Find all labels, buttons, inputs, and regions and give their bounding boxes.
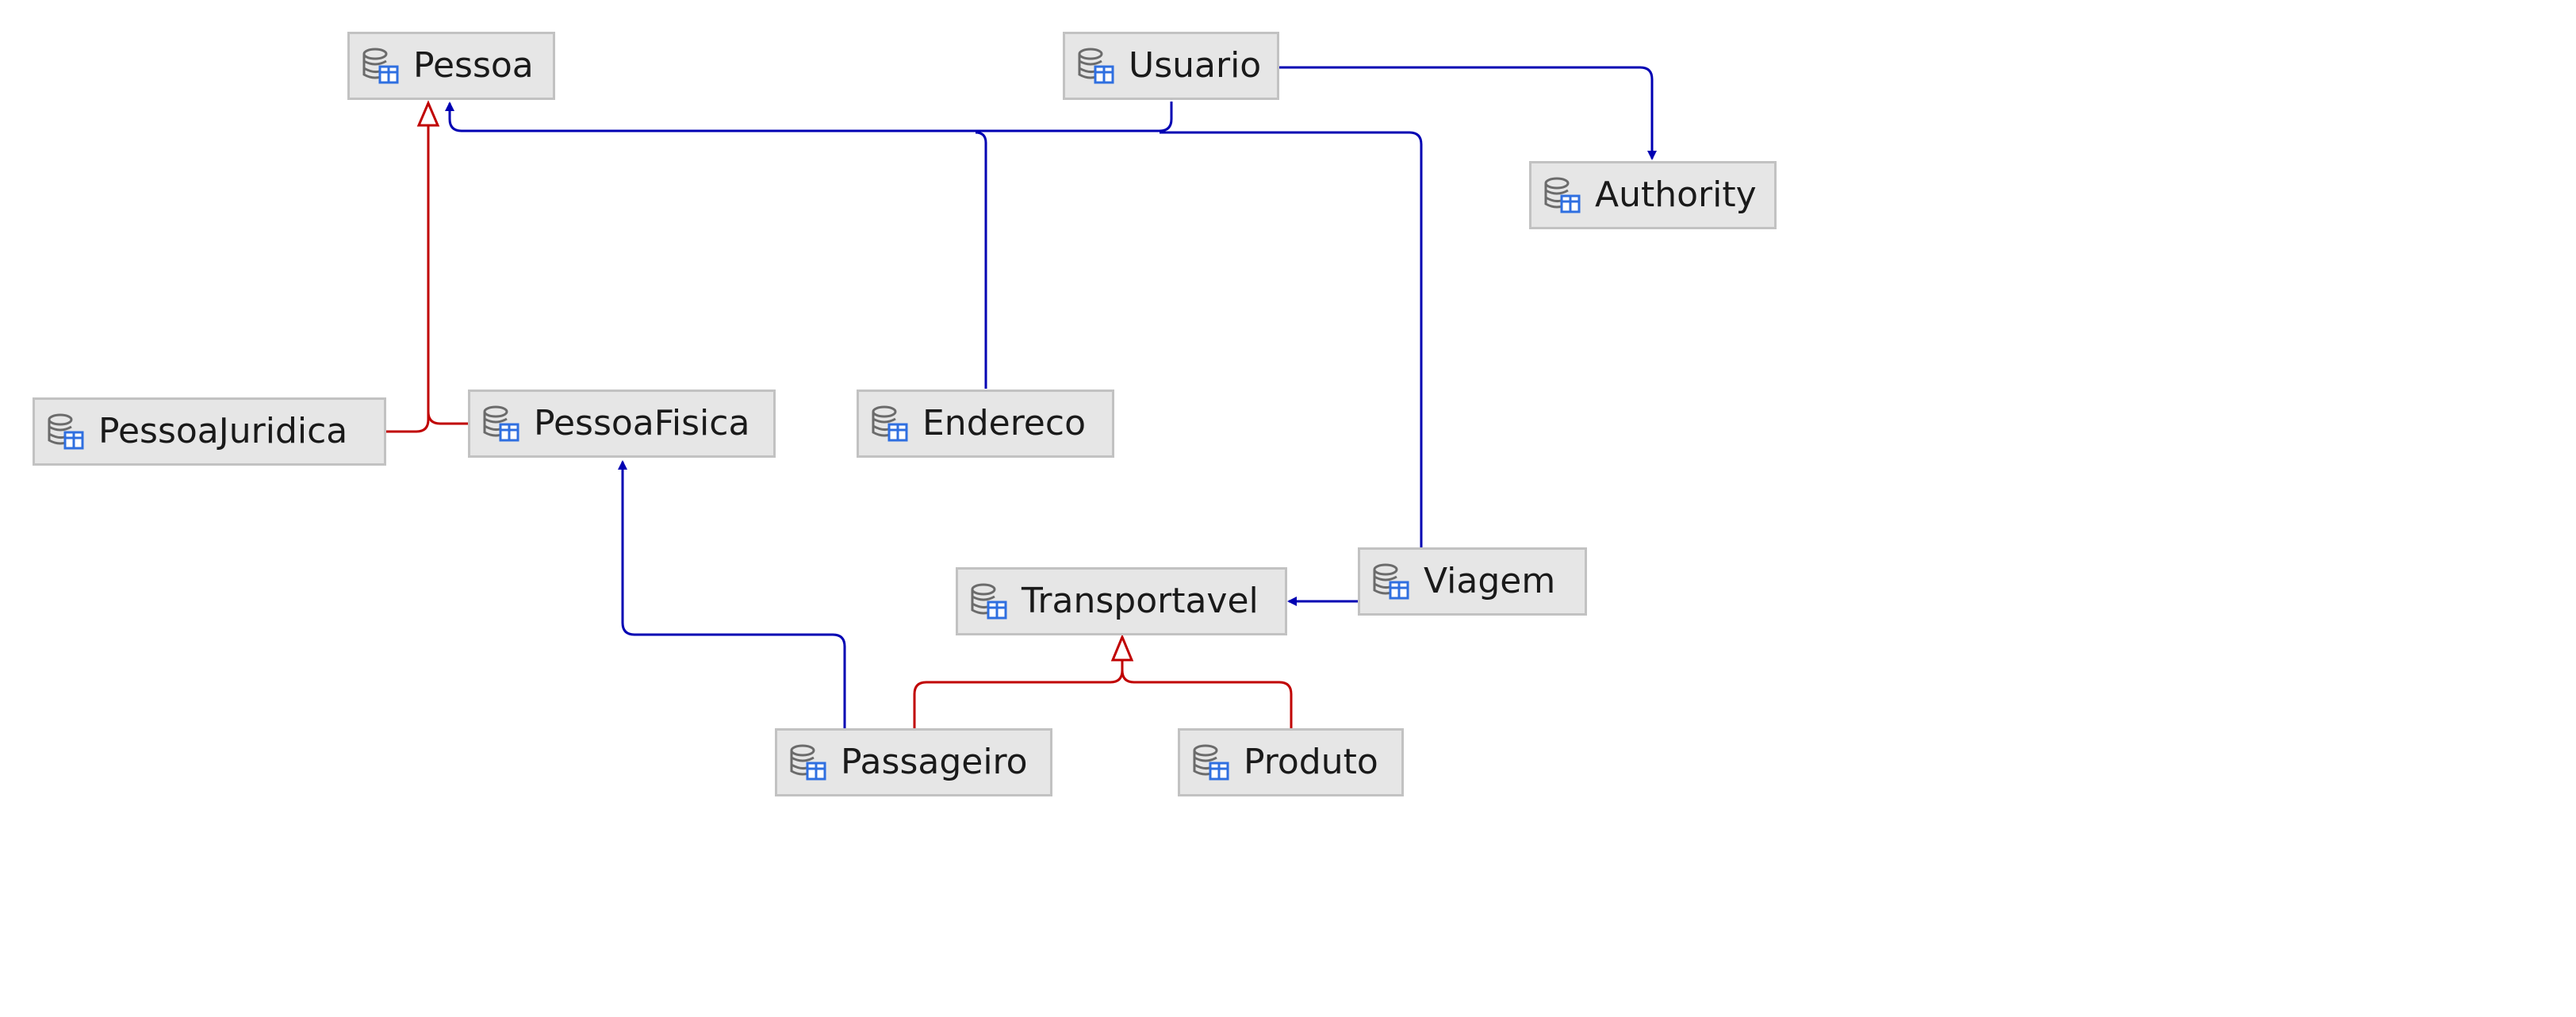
entity-viagem[interactable]: Viagem xyxy=(1358,547,1587,616)
entity-authority[interactable]: Authority xyxy=(1529,161,1777,229)
table-entity-icon xyxy=(1193,744,1229,781)
table-entity-icon xyxy=(872,405,908,442)
entity-endereco[interactable]: Endereco xyxy=(857,390,1114,458)
entity-transportavel[interactable]: Transportavel xyxy=(956,567,1287,635)
entity-label: Produto xyxy=(1244,742,1378,782)
entity-produto[interactable]: Produto xyxy=(1178,728,1404,796)
entity-label: Authority xyxy=(1595,175,1757,215)
entity-pessoa[interactable]: Pessoa xyxy=(347,32,555,100)
entity-label: Viagem xyxy=(1424,561,1556,601)
inheritance-arrowhead-transportavel xyxy=(1110,634,1134,662)
entity-label: PessoaFisica xyxy=(534,403,750,443)
edge-usuario-pessoa xyxy=(445,102,1173,132)
entity-label: Usuario xyxy=(1129,45,1262,86)
entity-label: PessoaJuridica xyxy=(98,411,348,451)
entity-label: Endereco xyxy=(922,403,1086,443)
table-entity-icon xyxy=(1078,48,1114,84)
table-entity-icon xyxy=(483,405,519,442)
entity-label: Passageiro xyxy=(841,742,1028,782)
edge-pessoafisica-pessoa xyxy=(427,411,468,425)
table-entity-icon xyxy=(790,744,826,781)
entity-pessoajuridica[interactable]: PessoaJuridica xyxy=(33,397,386,466)
table-entity-icon xyxy=(362,48,399,84)
edge-passageiro-transportavel xyxy=(913,660,1124,728)
table-entity-icon xyxy=(1544,177,1581,213)
table-entity-icon xyxy=(48,413,84,450)
entity-label: Pessoa xyxy=(413,45,534,86)
edge-viagem-pessoa xyxy=(1160,131,1423,547)
edge-endereco-pessoa xyxy=(975,131,987,389)
entity-usuario[interactable]: Usuario xyxy=(1063,32,1279,100)
inheritance-arrowhead-pessoa xyxy=(416,100,440,127)
edge-passageiro-pessoafisica xyxy=(618,460,846,728)
edge-produto-transportavel xyxy=(1121,670,1293,728)
table-entity-icon xyxy=(971,583,1007,620)
entity-label: Transportavel xyxy=(1022,581,1259,621)
table-entity-icon xyxy=(1373,563,1409,600)
edge-usuario-authority xyxy=(1279,66,1657,160)
entity-passageiro[interactable]: Passageiro xyxy=(775,728,1052,796)
entity-pessoafisica[interactable]: PessoaFisica xyxy=(468,390,776,458)
edge-pessoajuridica-pessoa xyxy=(386,125,430,433)
